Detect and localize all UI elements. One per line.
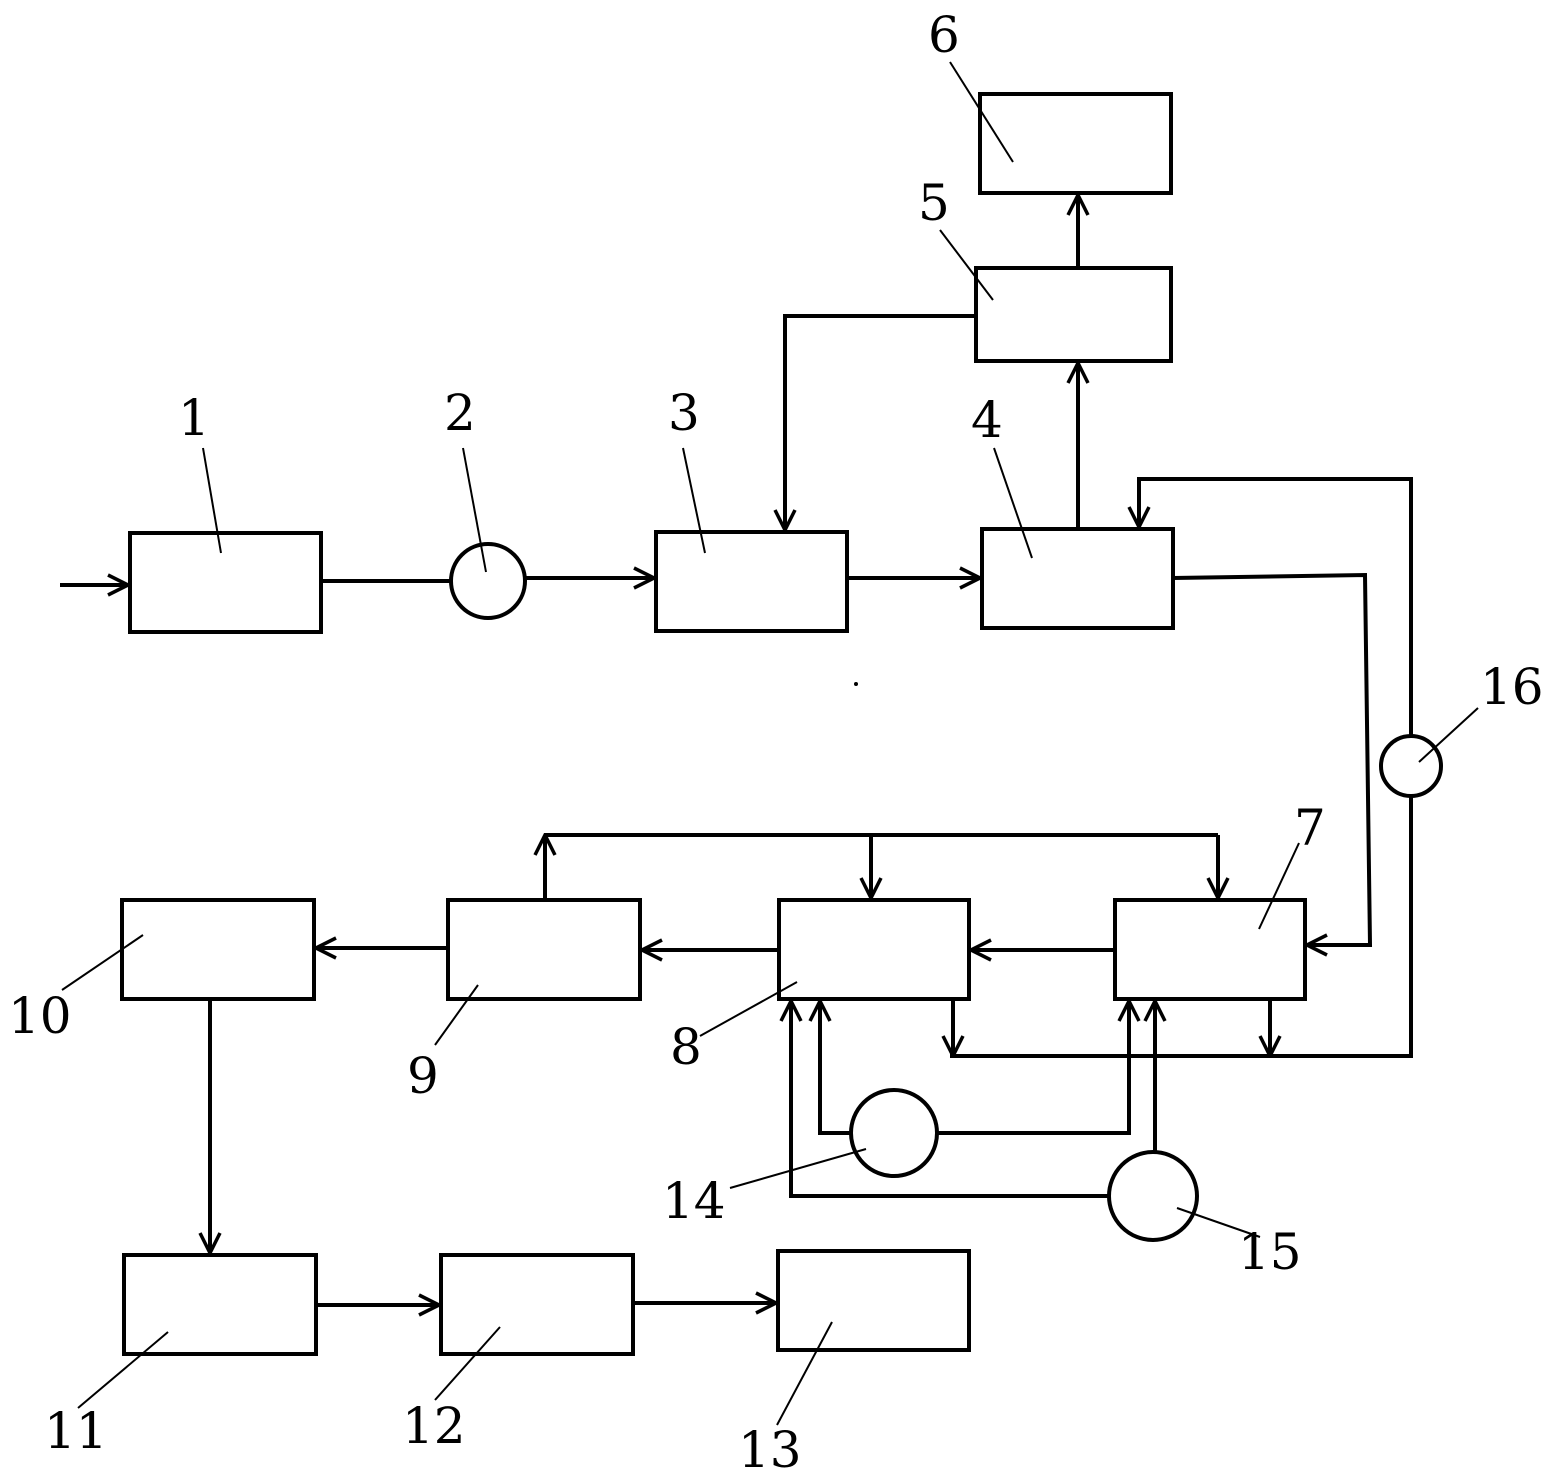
- leader-12: [434, 1326, 501, 1401]
- leader-14: [729, 1148, 867, 1189]
- label-15: 15: [1238, 1223, 1302, 1281]
- leader-4: [993, 447, 1033, 559]
- label-8: 8: [670, 1018, 702, 1076]
- block-8: [777, 898, 971, 1001]
- label-10: 10: [8, 987, 72, 1045]
- leader-3: [682, 447, 706, 554]
- pump-16: [1379, 734, 1443, 798]
- label-6: 6: [928, 6, 960, 64]
- leader-7: [1258, 842, 1300, 930]
- label-7: 7: [1294, 799, 1326, 857]
- leader-13: [776, 1321, 833, 1426]
- flow-4-to-7: [1172, 572, 1373, 945]
- leader-16: [1418, 707, 1479, 763]
- flow-14-to-7: [937, 1001, 1129, 1135]
- label-16: 16: [1480, 658, 1544, 716]
- label-1: 1: [178, 389, 210, 447]
- pump-14: [849, 1088, 939, 1178]
- leader-2: [462, 447, 487, 573]
- label-14: 14: [662, 1172, 726, 1230]
- block-4: [980, 527, 1175, 630]
- leader-10: [61, 934, 144, 991]
- block-10: [120, 898, 316, 1001]
- block-11: [122, 1253, 318, 1356]
- leader-11: [77, 1331, 169, 1409]
- flow-14-to-8: [820, 1001, 851, 1135]
- label-11: 11: [44, 1402, 108, 1460]
- block-13: [776, 1249, 971, 1352]
- label-12: 12: [402, 1397, 466, 1455]
- block-9: [446, 898, 642, 1001]
- block-3: [654, 530, 849, 633]
- pump-15: [1107, 1150, 1199, 1242]
- label-13: 13: [738, 1421, 802, 1478]
- block-7: [1113, 898, 1307, 1001]
- leader-6: [949, 61, 1014, 163]
- leader-1: [202, 447, 222, 554]
- block-1: [128, 531, 323, 634]
- flow-16-to-4: [1139, 477, 1413, 736]
- label-4: 4: [971, 391, 1003, 449]
- block-5: [974, 266, 1173, 363]
- collector-to-16: [950, 796, 1413, 1058]
- label-5: 5: [918, 174, 950, 232]
- label-2: 2: [444, 384, 476, 442]
- leader-8: [699, 981, 798, 1037]
- stray-dot: [854, 682, 858, 686]
- label-9: 9: [407, 1047, 439, 1105]
- block-12: [439, 1253, 635, 1356]
- pump-2: [449, 542, 527, 620]
- leader-9: [434, 984, 479, 1046]
- leader-5: [939, 229, 994, 301]
- flow-15-to-8: [791, 1001, 1109, 1198]
- flow-5-to-3: [785, 314, 976, 530]
- label-3: 3: [668, 384, 700, 442]
- leader-15: [1176, 1207, 1261, 1238]
- block-6: [978, 92, 1173, 195]
